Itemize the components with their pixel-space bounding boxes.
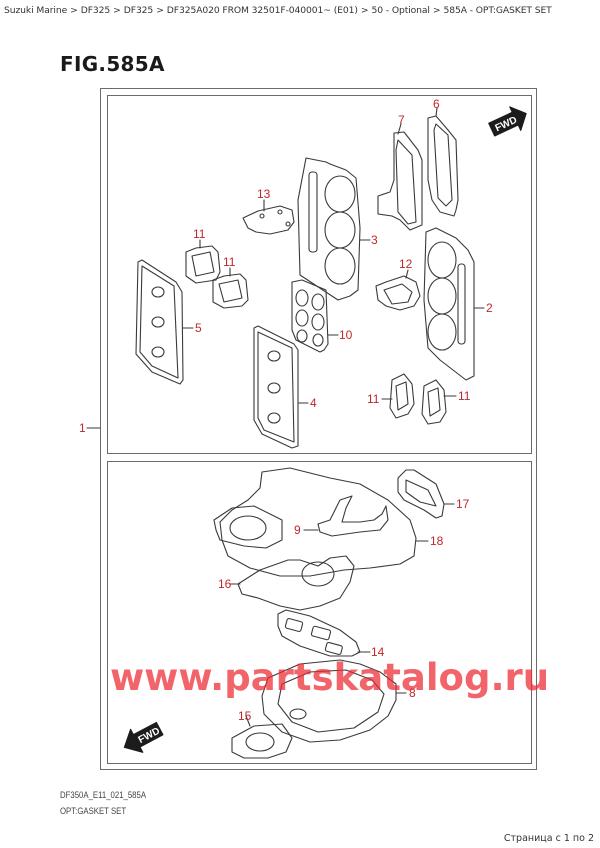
diagram-name: OPT:GASKET SET xyxy=(60,806,127,817)
part-14-gasket xyxy=(277,609,371,657)
fwd-arrow-icon: FWD xyxy=(488,106,527,137)
callout-11[interactable]: 11 xyxy=(193,227,206,241)
callout-12[interactable]: 12 xyxy=(399,257,413,271)
breadcrumb-separator: > xyxy=(113,5,121,16)
diagram-panel-bottom xyxy=(107,461,532,764)
diagram-code: DF350A_E11_021_585A xyxy=(60,790,147,801)
callout-17[interactable]: 17 xyxy=(456,497,470,511)
callout-8[interactable]: 8 xyxy=(409,686,416,700)
part-7-gasket xyxy=(377,123,423,231)
fwd-label: FWD xyxy=(137,726,162,746)
part-10-gasket xyxy=(291,279,339,353)
breadcrumb-item-df325[interactable]: DF325 xyxy=(80,5,111,16)
diagram-panel-top xyxy=(107,95,532,454)
part-18-gasket xyxy=(219,467,429,577)
breadcrumb-item-optional[interactable]: 50 - Optional xyxy=(371,5,430,16)
callout-9[interactable]: 9 xyxy=(294,523,301,537)
page-indicator: Страница с 1 по 2 xyxy=(503,833,594,844)
part-11-gasket-c xyxy=(381,373,415,419)
callout-10[interactable]: 10 xyxy=(339,328,353,342)
breadcrumb-item-serial-range[interactable]: DF325A020 FROM 32501F-040001~ (E01) xyxy=(166,5,358,16)
breadcrumb: Suzuki Marine>DF325>DF325>DF325A020 FROM… xyxy=(4,5,552,16)
part-12-gasket xyxy=(375,269,421,311)
part-5-gasket xyxy=(135,259,194,385)
breadcrumb-item-df325-model[interactable]: DF325 xyxy=(123,5,154,16)
part-2-head-gasket xyxy=(423,227,485,381)
callout-16[interactable]: 16 xyxy=(218,577,232,591)
breadcrumb-item-suzuki-marine[interactable]: Suzuki Marine xyxy=(4,5,68,16)
part-8-gasket xyxy=(261,659,407,743)
part-11-gasket-b xyxy=(212,267,249,309)
part-4-gasket xyxy=(253,325,309,449)
callout-18[interactable]: 18 xyxy=(430,534,444,548)
part-6-gasket xyxy=(427,107,459,217)
fwd-label: FWD xyxy=(494,115,519,135)
part-17-gasket xyxy=(397,469,455,519)
callout-13[interactable]: 13 xyxy=(257,187,271,201)
callout-7[interactable]: 7 xyxy=(398,113,405,127)
callout-3[interactable]: 3 xyxy=(371,233,378,247)
figure-title: FIG.585A xyxy=(60,52,165,76)
breadcrumb-separator: > xyxy=(156,5,164,16)
fwd-arrow-icon: FWD xyxy=(123,721,164,753)
callout-11[interactable]: 11 xyxy=(458,389,471,403)
callout-4[interactable]: 4 xyxy=(310,396,317,410)
breadcrumb-item-current: 585A - OPT:GASKET SET xyxy=(443,5,552,16)
breadcrumb-separator: > xyxy=(360,5,369,16)
breadcrumb-separator: > xyxy=(70,5,78,16)
part-16-gasket xyxy=(213,505,355,611)
part-11-gasket-d xyxy=(421,379,457,425)
callout-labels: 1 2 3 4 5 6 7 10 11 11 11 11 12 13 8 9 1… xyxy=(79,97,493,723)
part-9-gasket xyxy=(303,495,389,537)
callout-5[interactable]: 5 xyxy=(195,321,202,335)
part-11-gasket-a xyxy=(185,239,221,284)
part-13-gasket xyxy=(242,199,295,235)
callout-11[interactable]: 11 xyxy=(367,392,380,406)
callout-11[interactable]: 11 xyxy=(223,255,236,269)
callout-6[interactable]: 6 xyxy=(433,97,440,111)
callout-15[interactable]: 15 xyxy=(238,709,252,723)
part-15-gasket xyxy=(231,715,293,759)
callout-14[interactable]: 14 xyxy=(371,645,385,659)
callout-1[interactable]: 1 xyxy=(79,421,86,435)
callout-2[interactable]: 2 xyxy=(486,301,493,315)
part-3-head-gasket xyxy=(297,157,371,301)
breadcrumb-separator: > xyxy=(432,5,441,16)
diagram-outer-frame xyxy=(100,88,537,770)
